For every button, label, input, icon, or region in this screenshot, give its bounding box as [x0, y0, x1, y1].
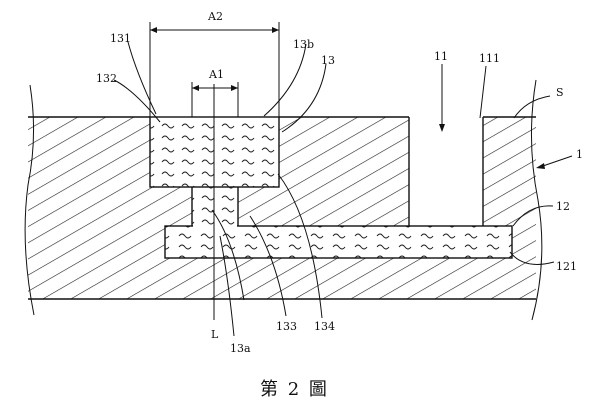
arrow-11	[439, 64, 445, 132]
label-133: 133	[276, 320, 297, 333]
label-13a: 13a	[230, 342, 251, 355]
label-111: 111	[479, 52, 500, 65]
label-l: L	[211, 328, 219, 341]
label-132: 132	[96, 72, 117, 85]
dimension-a1	[191, 82, 239, 117]
leader-lines	[113, 41, 555, 337]
label-a2: A2	[207, 10, 223, 23]
label-13: 13	[321, 54, 335, 67]
label-s: S	[556, 86, 564, 99]
substrate-body	[24, 79, 543, 321]
figure-caption: 第 2 圖	[260, 379, 329, 400]
label-121: 121	[556, 260, 577, 273]
dimension-a2	[149, 22, 280, 117]
label-13b: 13b	[293, 38, 314, 51]
label-1: 1	[576, 148, 583, 161]
label-134: 134	[314, 320, 335, 333]
filled-channel	[149, 116, 513, 259]
label-12: 12	[556, 200, 570, 213]
label-11: 11	[434, 50, 448, 63]
label-131: 131	[110, 32, 131, 45]
label-a1: A1	[208, 68, 224, 81]
arrow-1	[536, 155, 573, 169]
